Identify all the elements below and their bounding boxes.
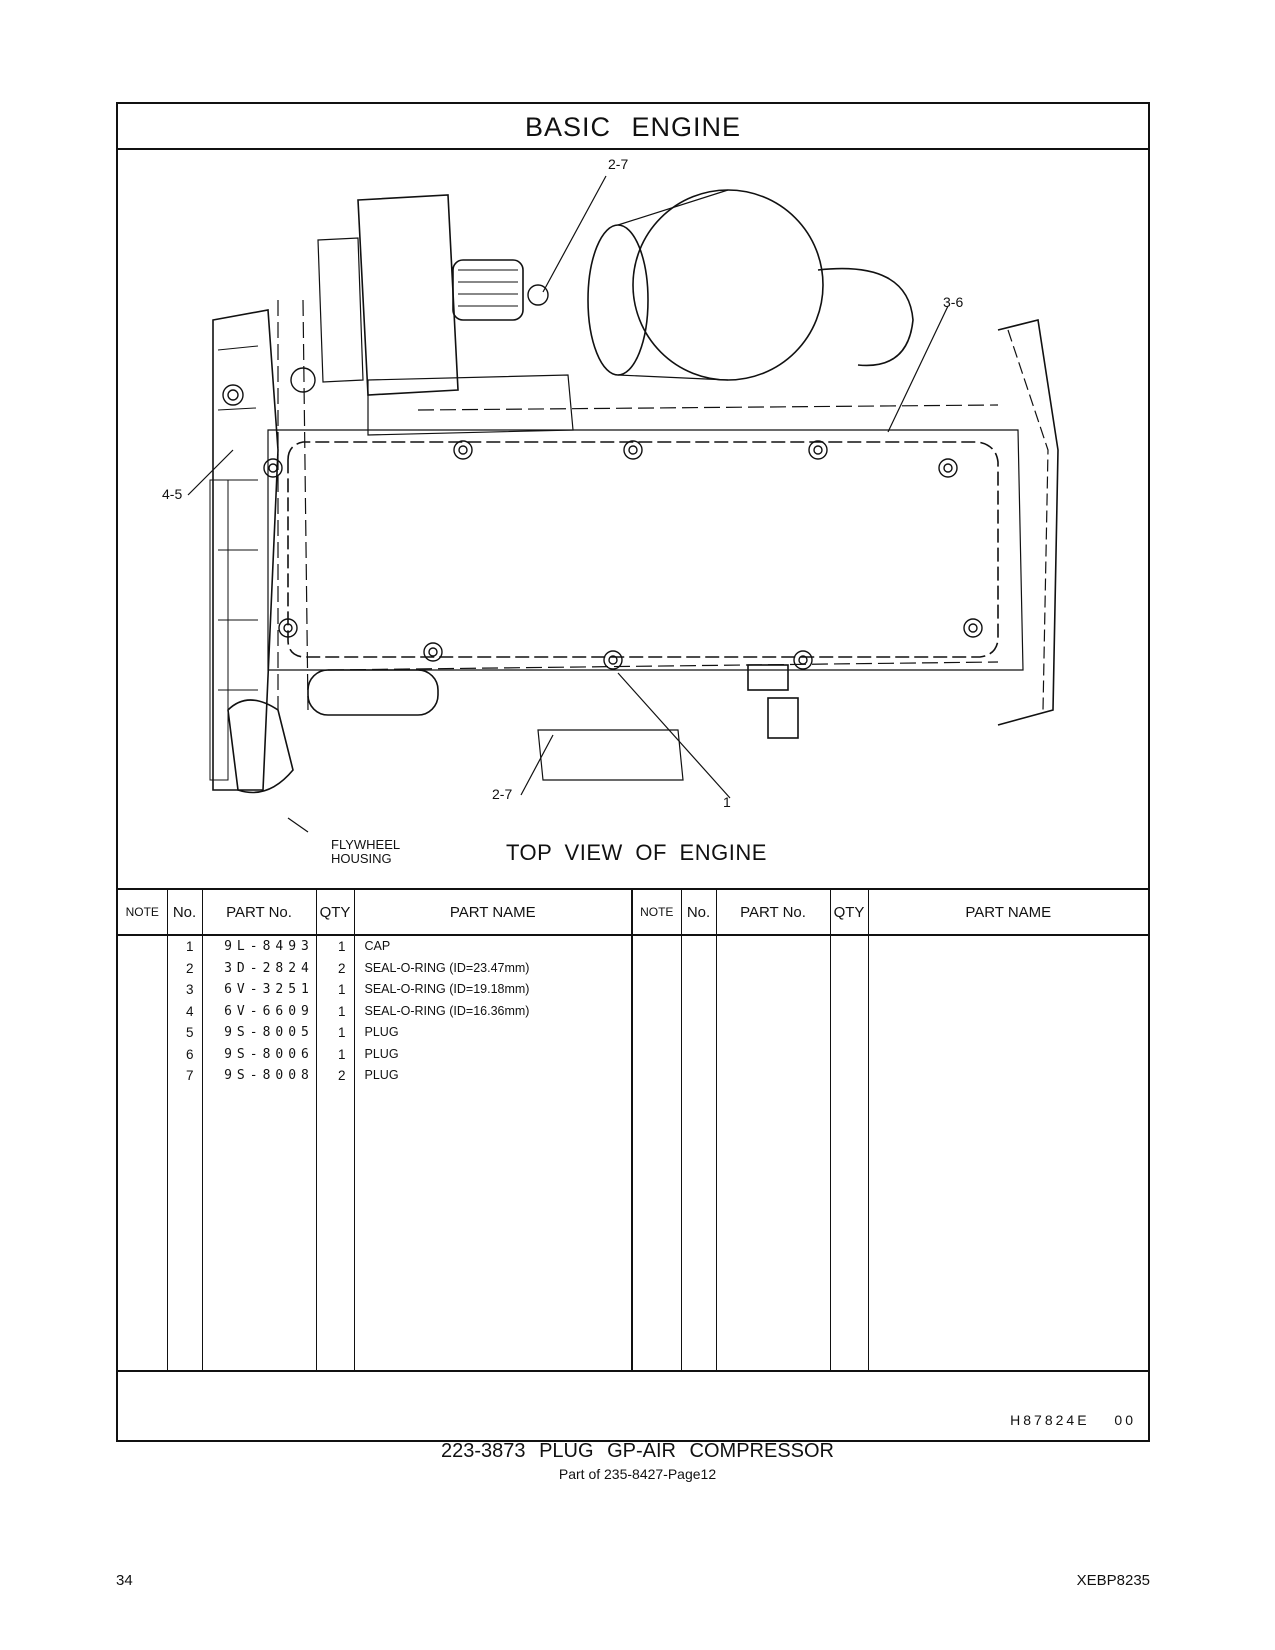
engine-illustration: 2-7 3-6 4-5 2-7 1 FLYWHEEL HOUSING TOP V… [118,150,1148,890]
header-note-right: NOTE [632,890,682,936]
item-no: 4 [185,1003,194,1019]
header-part-name-left: PART NAME [354,890,633,936]
header-part-name-right: PART NAME [868,890,1148,936]
part-number: 6V-6609 [224,1003,314,1019]
group-title: 223-3873 PLUG GP-AIR COMPRESSOR [440,1440,834,1462]
quantity: 1 [337,1003,346,1019]
part-number: 3D-2824 [224,960,314,976]
quantity-column-right [830,935,869,1372]
section-title: BASIC ENGINE [118,104,1148,150]
callout-3-6: 3-6 [943,294,964,310]
part-number: 9S-8005 [224,1025,314,1040]
part-name: CAP [364,939,391,953]
quantity: 2 [337,960,346,976]
item-no: 3 [185,982,194,997]
part-name: SEAL-O-RING (ID=16.36mm) [364,1003,530,1018]
part-name: PLUG [364,1046,399,1061]
header-part-no-right: PART No. [716,890,831,936]
part-name: PLUG [364,1025,399,1039]
quantity: 2 [337,1068,346,1083]
header-no-right: No. [681,890,717,936]
item-no: 2 [185,960,194,976]
quantity: 1 [337,1046,346,1062]
quantity: 1 [337,939,346,954]
part-number: 9S-8008 [224,1068,314,1083]
table-header-row: NOTE No. PART No. QTY PART NAME NOTE No.… [118,890,1148,936]
drawing-id: H87824E 00 [1010,1412,1136,1428]
part-number: 9S-8006 [224,1046,314,1062]
view-caption: TOP VIEW OF ENGINE [506,840,767,865]
parts-page-frame: BASIC ENGINE [116,102,1150,1442]
item-no: 1 [185,939,194,954]
quantity-column: 1 2 1 1 1 1 2 [316,935,355,1372]
header-part-no-left: PART No. [202,890,317,936]
callout-1: 1 [723,794,731,810]
note-column-right [632,935,682,1372]
part-name: PLUG [364,1068,399,1082]
header-qty-right: QTY [830,890,869,936]
part-number-column-right [716,935,831,1372]
item-no: 7 [185,1068,194,1083]
document-code: XEBP8235 [1076,1572,1150,1589]
callout-4-5: 4-5 [162,486,183,502]
item-number-column-right [681,935,717,1372]
part-name: SEAL-O-RING (ID=23.47mm) [364,960,530,975]
quantity: 1 [337,982,346,997]
part-name-column-right [868,935,1148,1372]
part-number-column: 9L-8493 3D-2824 6V-3251 6V-6609 9S-8005 … [202,935,317,1372]
flywheel-label-line1: FLYWHEEL [331,837,401,852]
part-name-column: CAP SEAL-O-RING (ID=23.47mm) SEAL-O-RING… [354,935,633,1372]
group-subtitle: Part of 235-8427-Page12 [558,1466,717,1482]
part-number: 6V-3251 [224,982,314,997]
header-no-left: No. [167,890,203,936]
header-qty-left: QTY [316,890,355,936]
part-name: SEAL-O-RING (ID=19.18mm) [364,982,530,996]
header-note-left: NOTE [118,890,168,936]
quantity: 1 [337,1025,346,1040]
item-no: 5 [185,1025,194,1040]
part-number: 9L-8493 [224,939,314,954]
flywheel-housing-label: FLYWHEEL HOUSING [331,838,400,866]
callout-2-7-bottom: 2-7 [492,786,513,802]
parts-table: NOTE No. PART No. QTY PART NAME NOTE No.… [118,890,1148,1372]
table-body-row: 1 2 3 4 5 6 7 9L-8493 3D-2824 6V-3251 6V… [118,935,1148,1372]
flywheel-label-line2: HOUSING [331,851,392,866]
engine-drawing [187,175,1059,833]
note-column-left [118,935,168,1372]
item-no: 6 [185,1046,194,1062]
item-number-column: 1 2 3 4 5 6 7 [167,935,203,1372]
callout-2-7-top: 2-7 [608,156,629,172]
page-number: 34 [116,1572,133,1589]
